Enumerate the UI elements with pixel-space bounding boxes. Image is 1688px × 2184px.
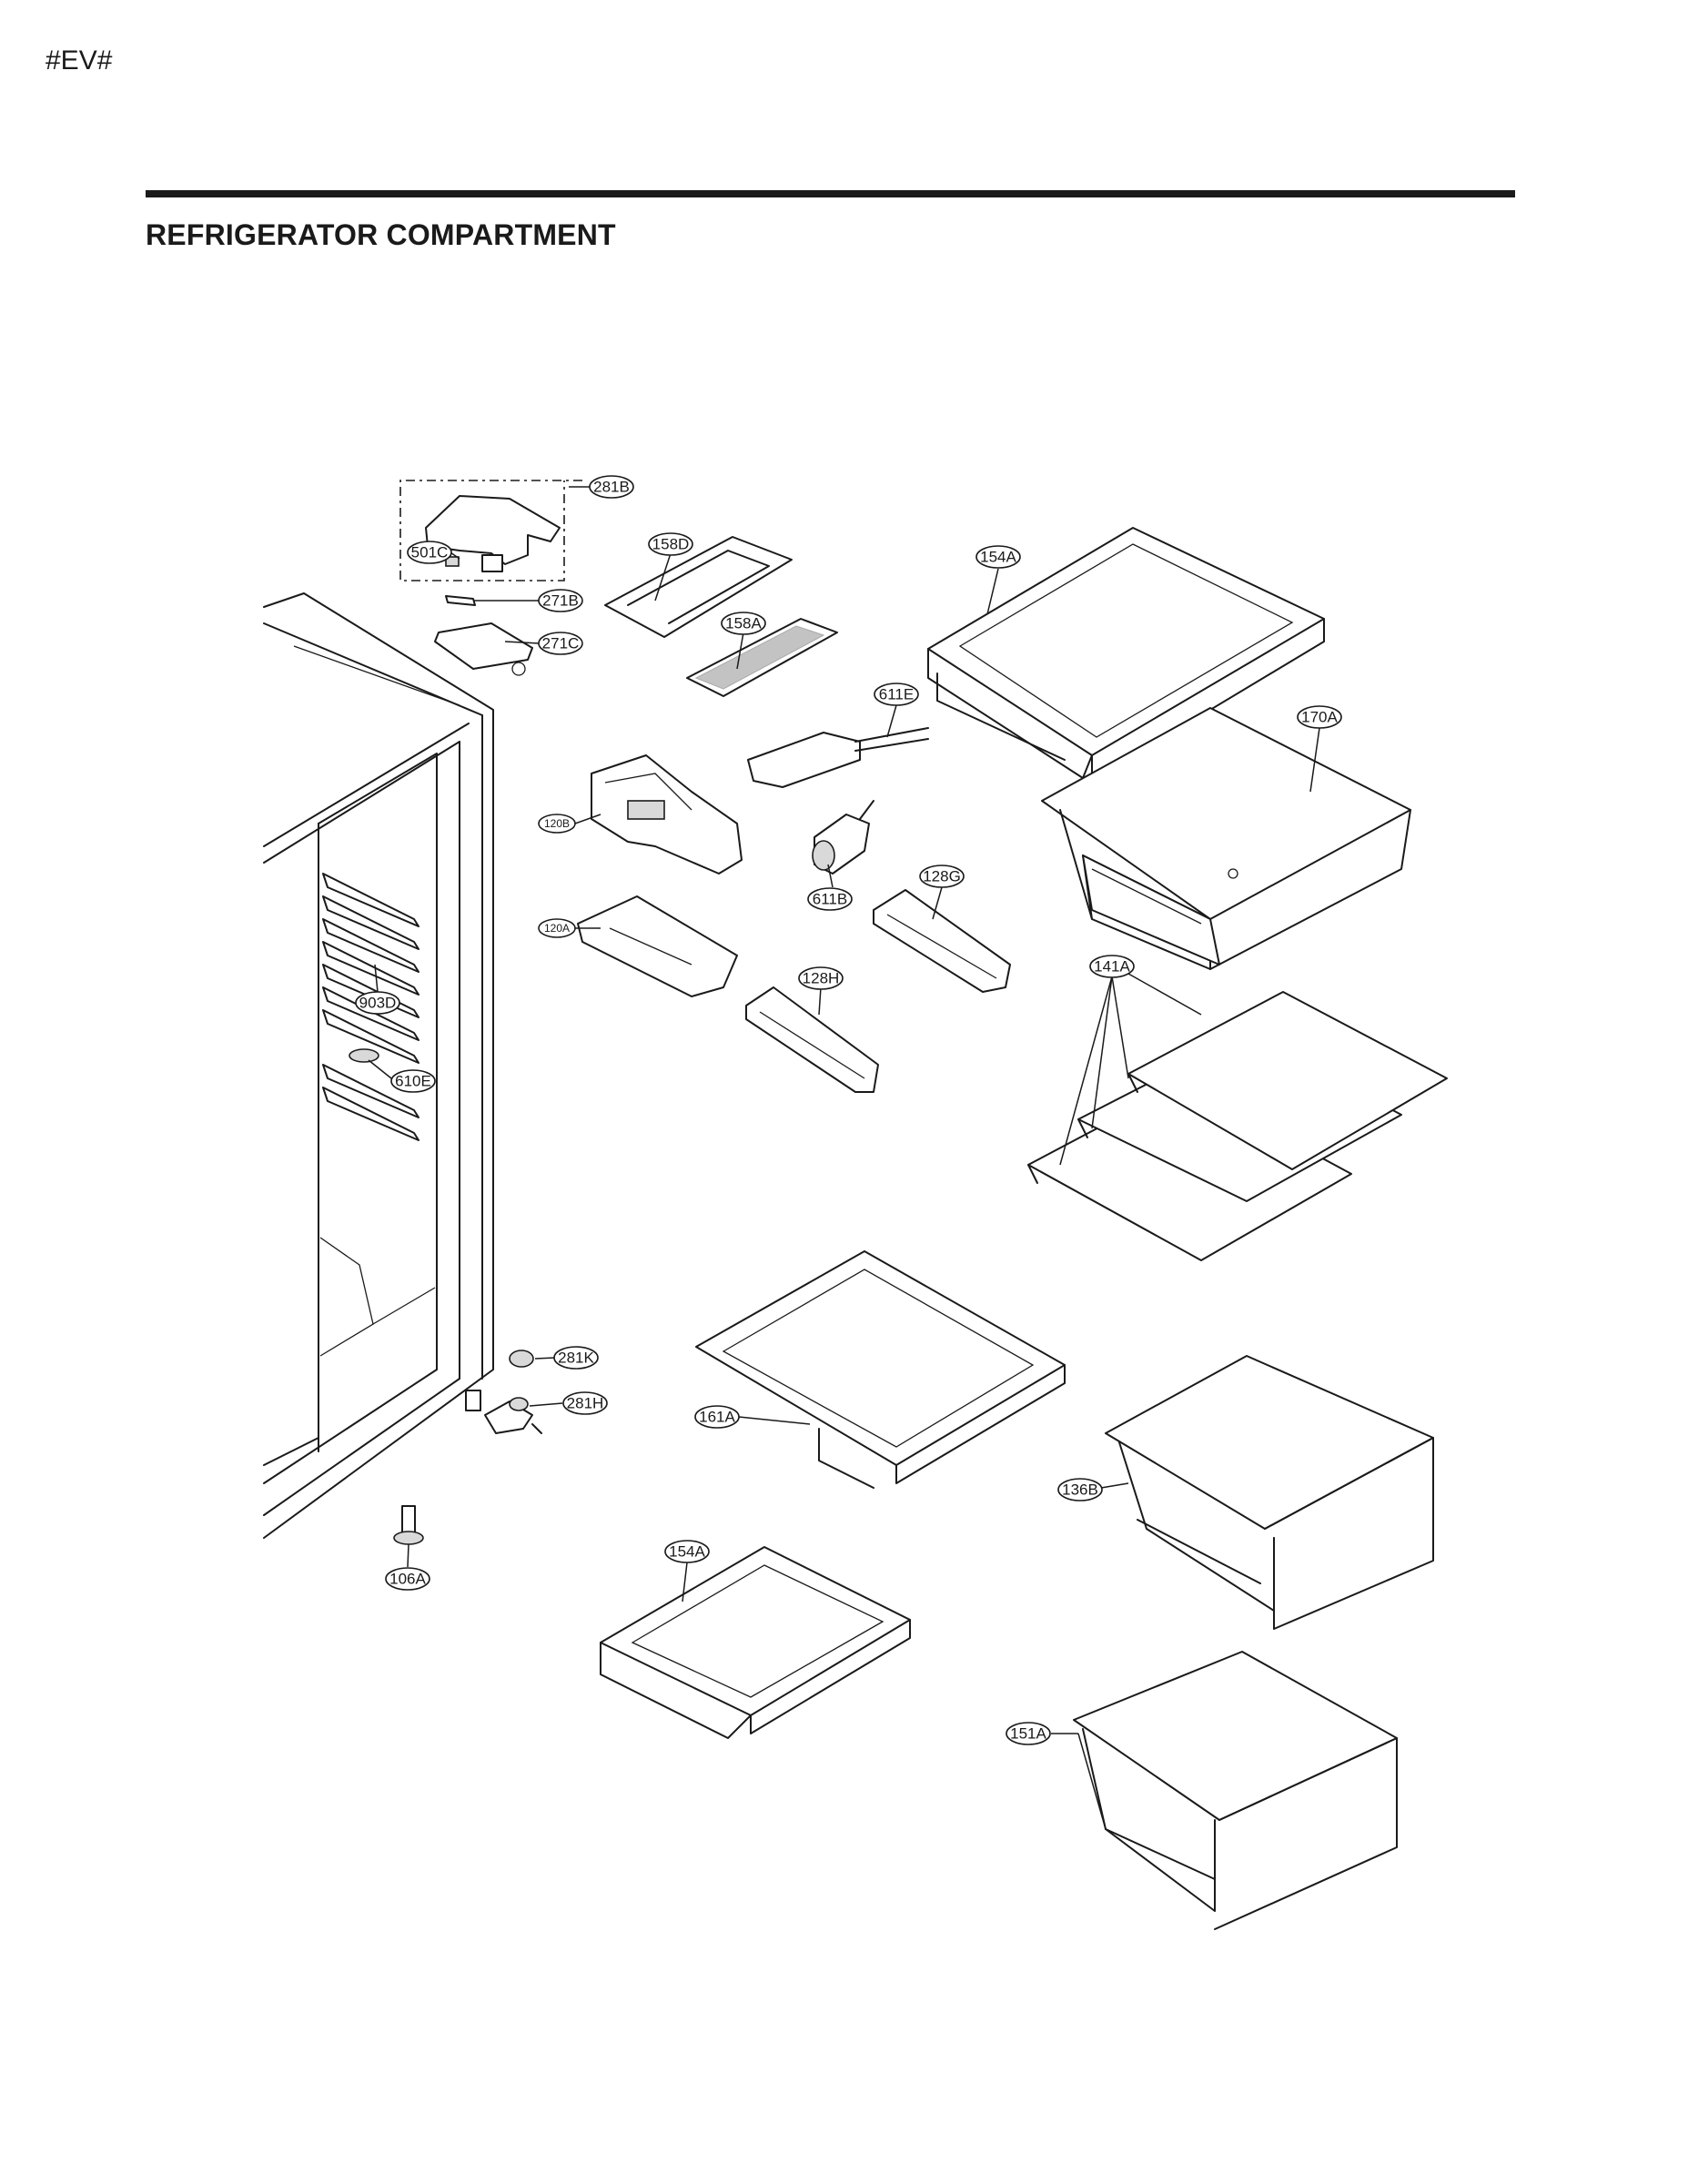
section-title: REFRIGERATOR COMPARTMENT [146,218,616,251]
hinge-parts [484,1350,542,1434]
part-number: 136B [1062,1481,1098,1499]
callout-158A: 158A [721,612,766,635]
leveling-foot-106A [393,1505,424,1545]
control-box-assembly [399,480,582,676]
part-number: 106A [389,1571,426,1588]
part-number: 158D [652,536,690,553]
cover-120A [577,895,738,997]
leader-lines [368,486,1320,1830]
callout-151A: 151A [1006,1722,1051,1745]
callout-170A: 170A [1297,705,1342,729]
title-rule [146,190,1515,197]
callout-120A: 120A [538,918,576,938]
part-number: 128G [923,868,961,885]
callout-154A-top: 154A [975,545,1021,569]
rail-128G [873,889,1011,993]
part-number: 611E [879,686,914,703]
part-number: 141A [1094,958,1130,976]
drawer-136B [1105,1355,1434,1630]
part-number: 120A [544,922,570,935]
callout-281B: 281B [589,475,634,499]
part-number: 903D [359,995,397,1012]
lamp-611E [747,727,929,788]
callout-501C: 501C [407,541,452,564]
part-number: 154A [669,1543,705,1561]
callout-106A: 106A [385,1567,430,1591]
callout-158D: 158D [648,532,693,556]
part-number: 281B [593,479,630,496]
callout-271C: 271C [538,632,583,655]
refrigerator-cabinet [263,592,494,1539]
callout-154A-bottom: 154A [664,1540,710,1563]
callout-128G: 128G [919,864,965,888]
callout-611B: 611B [807,887,853,911]
part-number: 501C [411,544,449,561]
callout-120B: 120B [538,814,576,834]
part-number: 281H [567,1395,604,1412]
part-number: 281K [558,1350,594,1367]
callout-141A: 141A [1089,955,1135,978]
glass-shelves-141A [1027,991,1448,1261]
callout-281K: 281K [553,1346,599,1370]
shelf-frame-161A [695,1250,1066,1489]
part-number: 161A [699,1409,735,1426]
part-number: 128H [803,970,840,987]
part-number: 151A [1010,1725,1046,1743]
crisper-drawer-170A [1041,707,1411,970]
callout-281H: 281H [562,1391,608,1415]
rail-128H [745,986,879,1093]
drawer-151A [1073,1651,1398,1930]
air-duct-parts [604,536,838,697]
callout-903D: 903D [355,991,400,1015]
filter-611B [812,800,874,875]
part-number: 154A [980,549,1016,566]
part-number: 120B [544,817,570,830]
part-number: 158A [725,615,762,632]
callout-271B: 271B [538,589,583,612]
callout-610E: 610E [390,1069,436,1093]
page-code: #EV# [45,46,113,76]
callout-161A: 161A [694,1405,740,1429]
part-number: 610E [395,1073,431,1090]
part-number: 170A [1301,709,1338,726]
part-number: 611B [813,891,847,908]
callout-611E: 611E [874,682,919,706]
callout-136B: 136B [1057,1478,1103,1502]
upper-shelf-154A [927,527,1325,782]
lower-shelf-154A [600,1546,911,1739]
part-number: 271B [542,592,579,610]
part-number: 271C [542,635,580,652]
callout-128H: 128H [798,966,844,990]
dispenser-housing-120B [591,754,743,875]
